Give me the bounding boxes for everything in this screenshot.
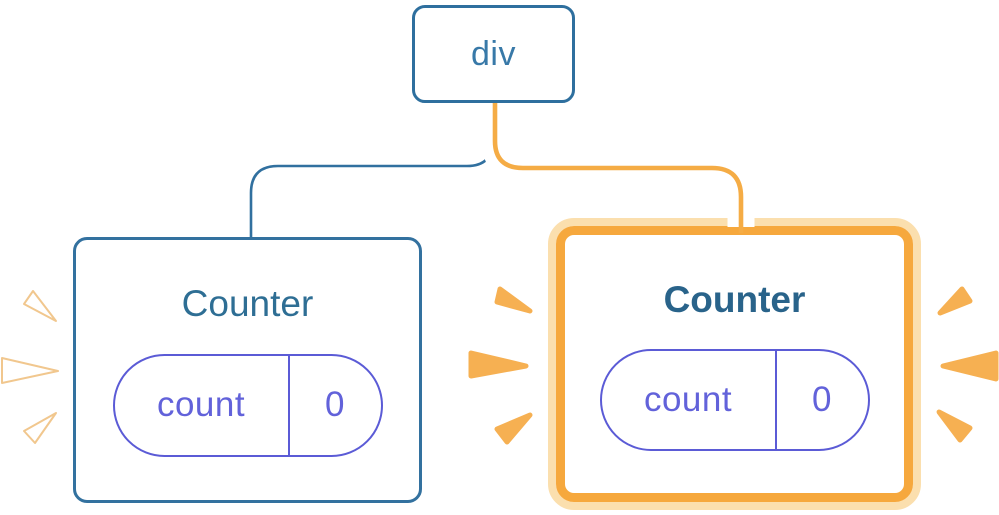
burst-spark-icon <box>1 357 59 384</box>
state-value-label: 0 <box>325 385 345 425</box>
state-key-label: count <box>156 385 246 425</box>
edge-casing <box>481 101 755 227</box>
edge-root-to-left-counter <box>249 101 495 238</box>
burst-spark-icon <box>936 409 973 443</box>
burst-spark-icon <box>23 412 57 444</box>
burst-right <box>936 286 999 443</box>
state-pill: count 0 <box>112 353 383 457</box>
burst-inner <box>468 286 533 445</box>
counter-card-right: Counter count 0 <box>556 226 913 502</box>
state-key-label: count <box>643 379 733 419</box>
burst-spark-icon <box>940 350 999 382</box>
burst-left <box>1 290 59 444</box>
state-value-cell: 0 <box>290 356 381 455</box>
edge-root-to-right-counter <box>492 101 744 233</box>
highlight-glow-ring: Counter count 0 <box>548 218 921 510</box>
state-pill: count 0 <box>599 348 870 451</box>
state-key-cell: count <box>115 355 290 455</box>
burst-spark-icon <box>468 350 529 379</box>
counter-card-left: Counter count 0 <box>73 237 422 503</box>
root-node: div <box>412 5 575 103</box>
state-value-label: 0 <box>812 379 832 419</box>
burst-spark-icon <box>494 286 533 314</box>
burst-spark-icon <box>494 412 533 445</box>
state-key-cell: count <box>602 350 777 449</box>
state-value-cell: 0 <box>777 351 868 449</box>
burst-spark-icon <box>23 290 57 322</box>
root-node-label: div <box>471 34 516 73</box>
counter-title: Counter <box>663 279 806 320</box>
counter-title: Counter <box>181 283 314 324</box>
burst-spark-icon <box>937 286 973 316</box>
